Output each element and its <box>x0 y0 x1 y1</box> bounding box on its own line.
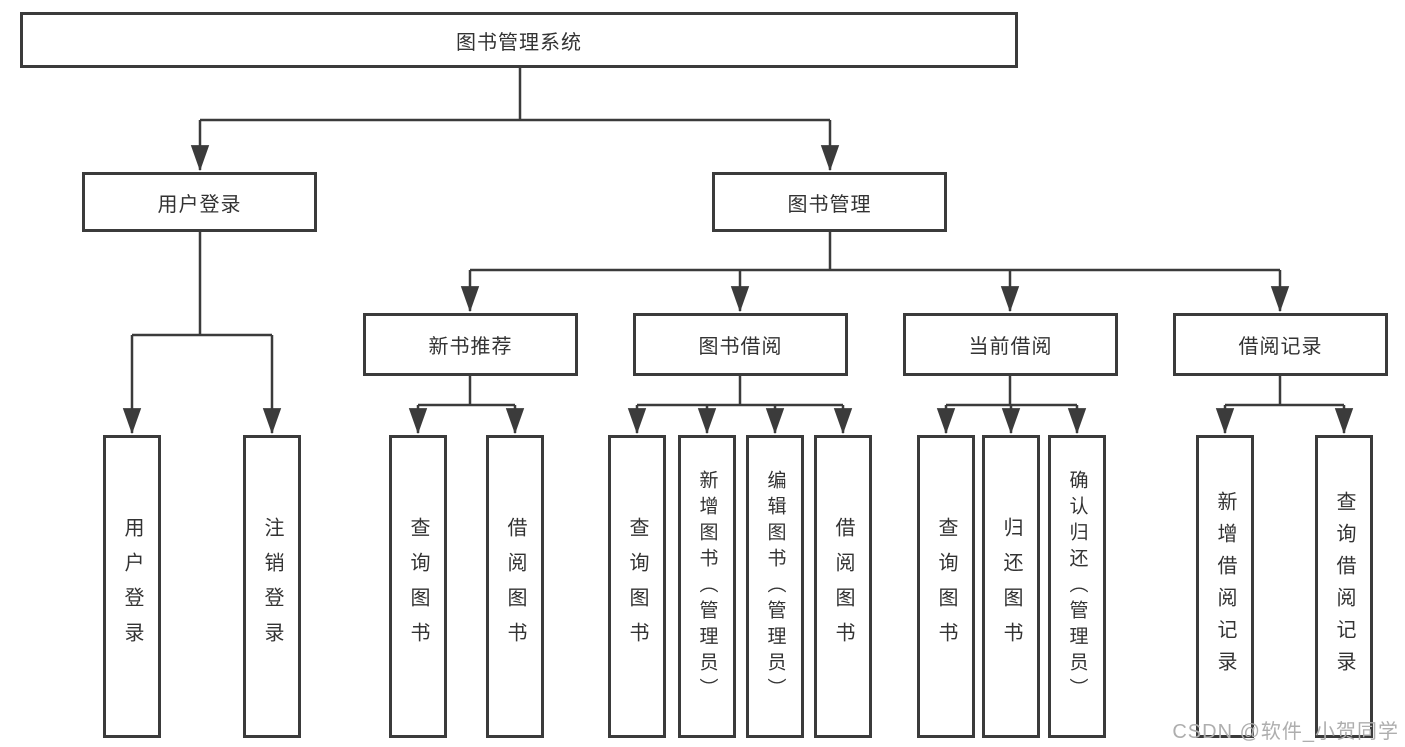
node-root: 图书管理系统 <box>20 12 1018 68</box>
node-book-borrow: 图书借阅 <box>633 313 848 376</box>
leaf-newbook-borrow-books-label: 借阅图书 <box>504 516 526 657</box>
node-current-borrow-label: 当前借阅 <box>968 336 1053 358</box>
node-borrow-records: 借阅记录 <box>1173 313 1388 376</box>
leaf-borrow-add-books-admin: 新增图书（管理员） <box>678 435 736 738</box>
leaf-logout-login: 注销登录 <box>243 435 301 738</box>
leaf-record-query-record: 查询借阅记录 <box>1315 435 1373 738</box>
leaf-record-add-record-label: 新增借阅记录 <box>1214 490 1236 683</box>
leaf-user-login: 用户登录 <box>103 435 161 738</box>
leaf-current-return-books: 归还图书 <box>982 435 1040 738</box>
leaf-record-add-record: 新增借阅记录 <box>1196 435 1254 738</box>
leaf-newbook-query-books-label: 查询图书 <box>407 516 429 657</box>
leaf-current-confirm-return-admin-label: 确认归还（管理员） <box>1066 469 1088 704</box>
leaf-newbook-query-books: 查询图书 <box>389 435 447 738</box>
node-root-label: 图书管理系统 <box>456 31 582 54</box>
leaf-record-query-record-label: 查询借阅记录 <box>1333 490 1355 683</box>
node-user-login: 用户登录 <box>82 172 317 232</box>
node-book-management-label: 图书管理 <box>787 193 872 216</box>
watermark: CSDN @软件_小贺同学 <box>1172 721 1399 743</box>
leaf-borrow-add-books-admin-label: 新增图书（管理员） <box>696 469 718 704</box>
node-borrow-records-label: 借阅记录 <box>1238 336 1323 358</box>
leaf-current-query-books: 查询图书 <box>917 435 975 738</box>
leaf-user-login-label: 用户登录 <box>121 516 143 657</box>
node-book-management: 图书管理 <box>712 172 947 232</box>
node-user-login-label: 用户登录 <box>157 193 242 216</box>
leaf-borrow-query-books-label: 查询图书 <box>626 516 648 657</box>
leaf-current-return-books-label: 归还图书 <box>1000 516 1022 657</box>
leaf-logout-login-label: 注销登录 <box>261 516 283 657</box>
leaf-borrow-query-books: 查询图书 <box>608 435 666 738</box>
leaf-borrow-borrow-books: 借阅图书 <box>814 435 872 738</box>
leaf-borrow-edit-books-admin-label: 编辑图书（管理员） <box>764 469 786 704</box>
leaf-current-query-books-label: 查询图书 <box>935 516 957 657</box>
node-new-book-recommend-label: 新书推荐 <box>428 336 513 358</box>
node-book-borrow-label: 图书借阅 <box>698 336 783 358</box>
leaf-newbook-borrow-books: 借阅图书 <box>486 435 544 738</box>
node-current-borrow: 当前借阅 <box>903 313 1118 376</box>
leaf-borrow-edit-books-admin: 编辑图书（管理员） <box>746 435 804 738</box>
leaf-current-confirm-return-admin: 确认归还（管理员） <box>1048 435 1106 738</box>
node-new-book-recommend: 新书推荐 <box>363 313 578 376</box>
leaf-borrow-borrow-books-label: 借阅图书 <box>832 516 854 657</box>
